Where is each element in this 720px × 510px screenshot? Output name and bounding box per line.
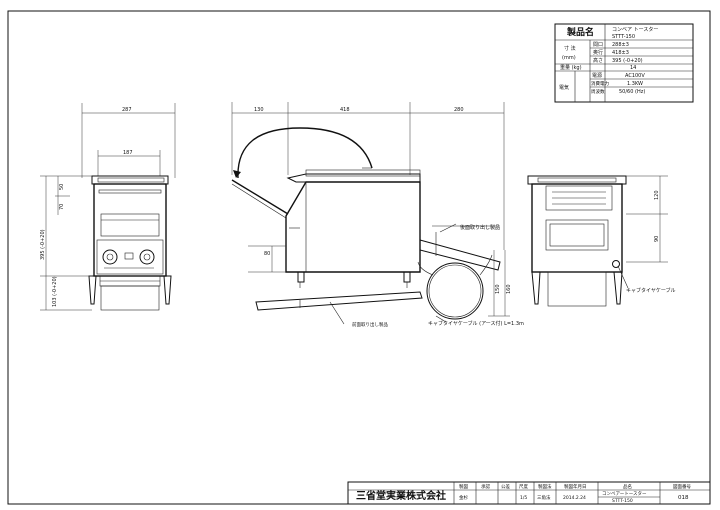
tb-h-method: 製図法 — [538, 483, 552, 490]
side-dim-right: 280 — [454, 107, 464, 113]
front-tray — [255, 291, 423, 311]
spec-dim-label: 寸 法 — [564, 45, 576, 52]
front-knob-right — [139, 249, 155, 265]
rear-tray — [419, 239, 501, 271]
front-knob-left — [102, 249, 118, 265]
tb-v-name: コンベアートースター — [602, 490, 647, 497]
spec-product-value: コンベア トースター — [612, 26, 658, 33]
spec-weight-label: 重量 (kg) — [560, 64, 582, 71]
rear-label-cable: キャブタイヤケーブル — [626, 287, 676, 294]
spec-weight-value: 14 — [630, 65, 636, 71]
tb-h-name: 品名 — [623, 483, 632, 490]
side-dim-150: 150 — [495, 284, 501, 294]
spec-voltage-label: 電源 — [592, 72, 602, 79]
spec-height-label: 高さ — [593, 57, 603, 64]
tb-v-scale: 1/5 — [520, 495, 527, 501]
rear-dim-upper: 120 — [654, 190, 660, 200]
front-dim-height: 395 (-0+20) — [40, 229, 46, 260]
door-swing-arc — [237, 127, 373, 179]
tb-h-scale: 尺度 — [519, 483, 528, 490]
side-dim-80: 80 — [264, 251, 270, 257]
tb-h-check: 公差 — [501, 483, 510, 490]
spec-product-label: 製品名 — [566, 26, 594, 38]
spec-power-value: 1.3KW — [627, 81, 643, 87]
tb-v-method: 三角法 — [537, 494, 551, 501]
spec-power-label: 消費電力 — [591, 80, 609, 87]
tb-h-product: 製図 — [459, 483, 468, 490]
front-dim-a: 50 — [59, 184, 65, 190]
spec-width-value: 288±3 — [612, 42, 629, 48]
front-view: 287 187 395 (-0+20) — [40, 103, 176, 311]
tb-v-number: 018 — [678, 495, 689, 501]
spec-electric-label: 電気 — [559, 84, 569, 91]
spec-depth-label: 奥行 — [593, 49, 603, 56]
tb-company: 三省堂実業株式会社 — [356, 489, 446, 502]
spec-width-label: 間口 — [593, 42, 603, 48]
tb-h-approve: 承認 — [481, 483, 490, 490]
side-dim-160: 160 — [506, 284, 512, 294]
cable-coil — [426, 262, 484, 320]
title-block: 三省堂実業株式会社 製図 承認 公差 尺度 製図法 製図年月日 品名 図面番号 … — [347, 481, 711, 505]
spec-freq-label: 周波数 — [591, 88, 605, 95]
spec-voltage-value: AC100V — [625, 73, 645, 79]
front-dim-width: 287 — [122, 107, 132, 113]
spec-dim-unit: (mm) — [562, 55, 576, 61]
rear-cable-port — [612, 260, 620, 268]
tb-h-number: 図面番号 — [673, 483, 691, 490]
rear-view: 120 90 キャブタイヤケーブル — [527, 175, 676, 307]
side-dim-body: 418 — [340, 107, 350, 113]
tb-v-model: STTT-150 — [612, 498, 633, 504]
front-dim-legs: 103 (-0+20) — [52, 276, 58, 307]
spec-table: 製品名 コンベア トースター STTT-150 寸 法 (mm) 間口 288±… — [554, 23, 694, 103]
spec-height-value: 395 (-0+20) — [612, 58, 643, 64]
tb-v-product: 金杉 — [459, 494, 468, 501]
front-dim-inner: 187 — [123, 150, 133, 156]
tb-v-date: 2014.2.24 — [563, 495, 586, 501]
side-dim-left: 130 — [254, 107, 264, 113]
label-front-tray: 前面取り出し製品 — [352, 321, 388, 328]
rear-dim-lower: 90 — [654, 236, 660, 242]
spec-freq-value: 50/60 (Hz) — [619, 89, 645, 95]
side-view: 130 418 280 80 — [231, 102, 524, 328]
front-dim-b: 70 — [59, 204, 65, 210]
tb-h-date: 製図年月日 — [564, 483, 587, 490]
label-cable: キャブタイヤケーブル (アース付) L=1.3m — [428, 320, 524, 327]
spec-depth-value: 418±3 — [612, 50, 629, 56]
label-rear-tray: 後面取り出し製品 — [460, 224, 500, 231]
spec-model: STTT-150 — [612, 34, 635, 40]
